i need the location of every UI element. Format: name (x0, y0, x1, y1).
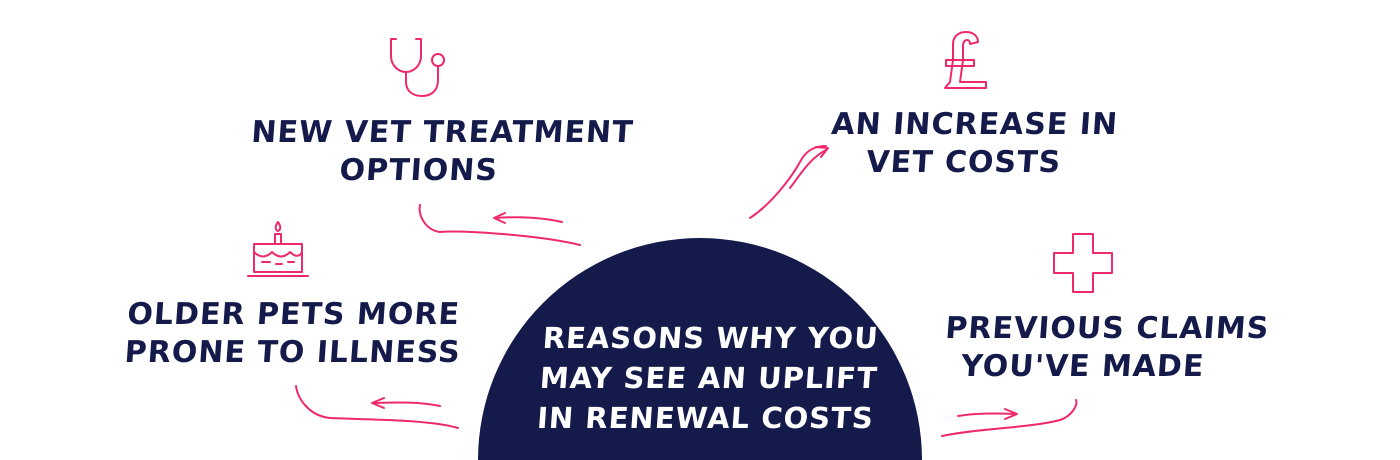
reason-previous-claims: PREVIOUS CLAIMS YOU'VE MADE (941, 310, 1271, 386)
birthday-cake-icon (247, 221, 309, 277)
medical-cross-icon (1053, 233, 1113, 293)
reason-older-pets-line-1: OLDER PETS MORE (126, 297, 462, 332)
reason-vet-costs-line-2: VET COSTS (865, 145, 1063, 180)
semicircle-shape (478, 238, 922, 460)
reason-vet-costs-line-1: AN INCREASE IN (830, 107, 1120, 142)
reason-new-vet-treatment-line-2: OPTIONS (338, 153, 500, 188)
reason-older-pets-line-2: PRONE TO ILLNESS (123, 335, 462, 370)
pound-sign-icon (944, 31, 987, 89)
reason-new-vet-treatment-line-1: NEW VET TREATMENT (250, 115, 635, 150)
stethoscope-icon (390, 38, 445, 97)
reason-new-vet-treatment: NEW VET TREATMENT OPTIONS (247, 114, 635, 190)
arrow-older-pets (295, 385, 459, 429)
reason-vet-costs: AN INCREASE IN VET COSTS (827, 106, 1120, 182)
arrow-previous-claims (941, 399, 1078, 437)
arrow-new-vet-treatment (418, 204, 581, 246)
reason-previous-claims-line-1: PREVIOUS CLAIMS (944, 311, 1271, 346)
reason-older-pets: OLDER PETS MORE PRONE TO ILLNESS (123, 296, 462, 372)
reason-previous-claims-line-2: YOU'VE MADE (959, 349, 1206, 384)
arrow-vet-costs (749, 145, 829, 219)
